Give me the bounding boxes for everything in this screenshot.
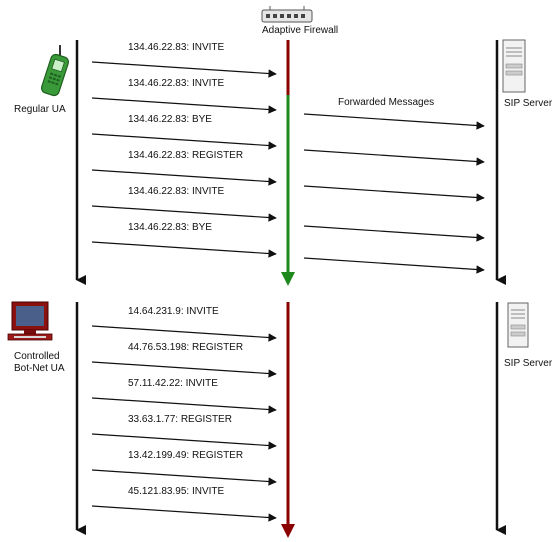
bottom-message-label-4: 33.63.1.77: REGISTER [128, 414, 232, 425]
forwarded-arrow-2 [303, 149, 485, 166]
forwarded-arrow-5 [303, 257, 485, 274]
forwarded-arrow-1 [303, 113, 485, 130]
firewall-lifeline-top-arrowhead [281, 272, 295, 286]
forwarded-arrow-4 [303, 225, 485, 242]
top-message-label-4: 134.46.22.83: REGISTER [128, 150, 243, 161]
firewall-label: Adaptive Firewall [262, 25, 338, 36]
top-message-label-6: 134.46.22.83: BYE [128, 222, 212, 233]
top-message-arrow-1 [91, 61, 277, 78]
bottom-message-group: 14.64.231.9: INVITE 44.76.53.198: REGISTE… [91, 306, 277, 522]
top-message-arrow-3 [91, 133, 277, 150]
firewall-lifeline-bottom-arrowhead [281, 524, 295, 538]
bottom-message-label-6: 45.121.83.95: INVITE [128, 486, 225, 497]
top-message-arrow-2 [91, 97, 277, 114]
top-message-arrow-5 [91, 205, 277, 222]
bottom-message-arrow-5 [91, 469, 277, 486]
top-message-label-1: 134.46.22.83: INVITE [128, 42, 225, 53]
botnet-ua-label-line2: Bot-Net UA [14, 363, 65, 374]
forwarded-message-group [303, 113, 485, 274]
bottom-message-label-5: 13.42.199.49: REGISTER [128, 450, 243, 461]
mobile-phone-icon [40, 45, 70, 97]
bottom-message-label-3: 57.11.42.22: INVITE [128, 378, 218, 389]
bottom-message-arrow-1 [91, 325, 277, 342]
top-message-group: 134.46.22.83: INVITE 134.46.22.83: INVITE… [91, 42, 277, 258]
sip-server-top-label: SIP Server [504, 98, 553, 109]
top-message-arrow-6 [91, 241, 277, 258]
regular-ua-label: Regular UA [14, 104, 66, 115]
forwarded-arrow-3 [303, 185, 485, 202]
bottom-message-arrow-3 [91, 397, 277, 414]
sip-server-bottom-label: SIP Server [504, 358, 553, 369]
bottom-message-arrow-2 [91, 361, 277, 378]
top-message-label-2: 134.46.22.83: INVITE [128, 78, 225, 89]
top-message-arrow-4 [91, 169, 277, 186]
top-message-label-3: 134.46.22.83: BYE [128, 114, 212, 125]
bottom-message-label-2: 44.76.53.198: REGISTER [128, 342, 243, 353]
bottom-message-arrow-4 [91, 433, 277, 450]
forwarded-messages-label: Forwarded Messages [338, 97, 434, 108]
server-tower-icon [502, 39, 526, 93]
botnet-ua-label-line1: Controlled [14, 351, 60, 362]
bottom-message-arrow-6 [91, 505, 277, 522]
top-message-label-5: 134.46.22.83: INVITE [128, 186, 225, 197]
desktop-computer-icon [7, 301, 53, 341]
server-tower-icon [507, 302, 529, 348]
bottom-message-label-1: 14.64.231.9: INVITE [128, 306, 219, 317]
firewall-router-icon [261, 6, 313, 23]
